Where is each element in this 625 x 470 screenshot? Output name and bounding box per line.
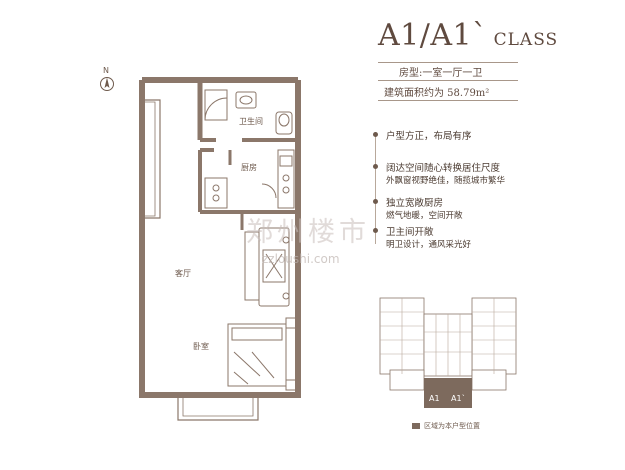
legend-swatch: [412, 423, 420, 429]
title-class: CLASS: [493, 30, 559, 50]
room-label-bathroom: 卫生间: [239, 117, 263, 126]
feature-bullet: [373, 164, 378, 169]
plan-title: A1/A1`CLASS: [378, 18, 558, 53]
keyplan-unit-a1-prime: A1`: [451, 394, 466, 403]
watermark-text: 郑州楼市: [246, 217, 370, 248]
feature-2-title: 阔达空间随心转换居住尺度: [386, 163, 501, 174]
feature-3-subtitle: 燃气地暖，空间开敞: [386, 211, 463, 221]
feature-bullet: [373, 199, 378, 204]
feature-bullet: [373, 132, 378, 137]
compass-icon: [100, 77, 114, 91]
room-label-bedroom: 卧室: [193, 342, 209, 351]
feature-bullet: [373, 228, 378, 233]
feature-4-subtitle: 明卫设计，通风采光好: [386, 240, 472, 250]
feature-4-title: 卫主间开敞: [386, 227, 434, 238]
feature-timeline: [375, 132, 376, 244]
keyplan-unit-a1: A1: [429, 394, 440, 403]
info-rule-bottom: [378, 100, 518, 101]
title-main: A1/A1`: [378, 18, 488, 53]
watermark-url: zzloushi.com: [262, 252, 340, 266]
compass-label: N: [103, 66, 109, 75]
unit-type-label: 房型:一室一厅一卫: [399, 68, 483, 79]
room-label-living: 客厅: [175, 269, 191, 278]
feature-1-title: 户型方正，布局有序: [386, 131, 472, 142]
room-label-kitchen: 厨房: [241, 163, 257, 172]
feature-3-title: 独立宽敞厨房: [386, 198, 444, 209]
feature-2-subtitle: 外飘窗视野绝佳，随揽城市繁华: [386, 176, 506, 186]
key-plan: [379, 297, 517, 408]
area-label: 建筑面积约为 58.79m²: [384, 88, 490, 99]
legend-text: 区域为本户型位置: [424, 422, 480, 430]
title-rule: [378, 62, 518, 63]
info-rule: [378, 80, 518, 81]
